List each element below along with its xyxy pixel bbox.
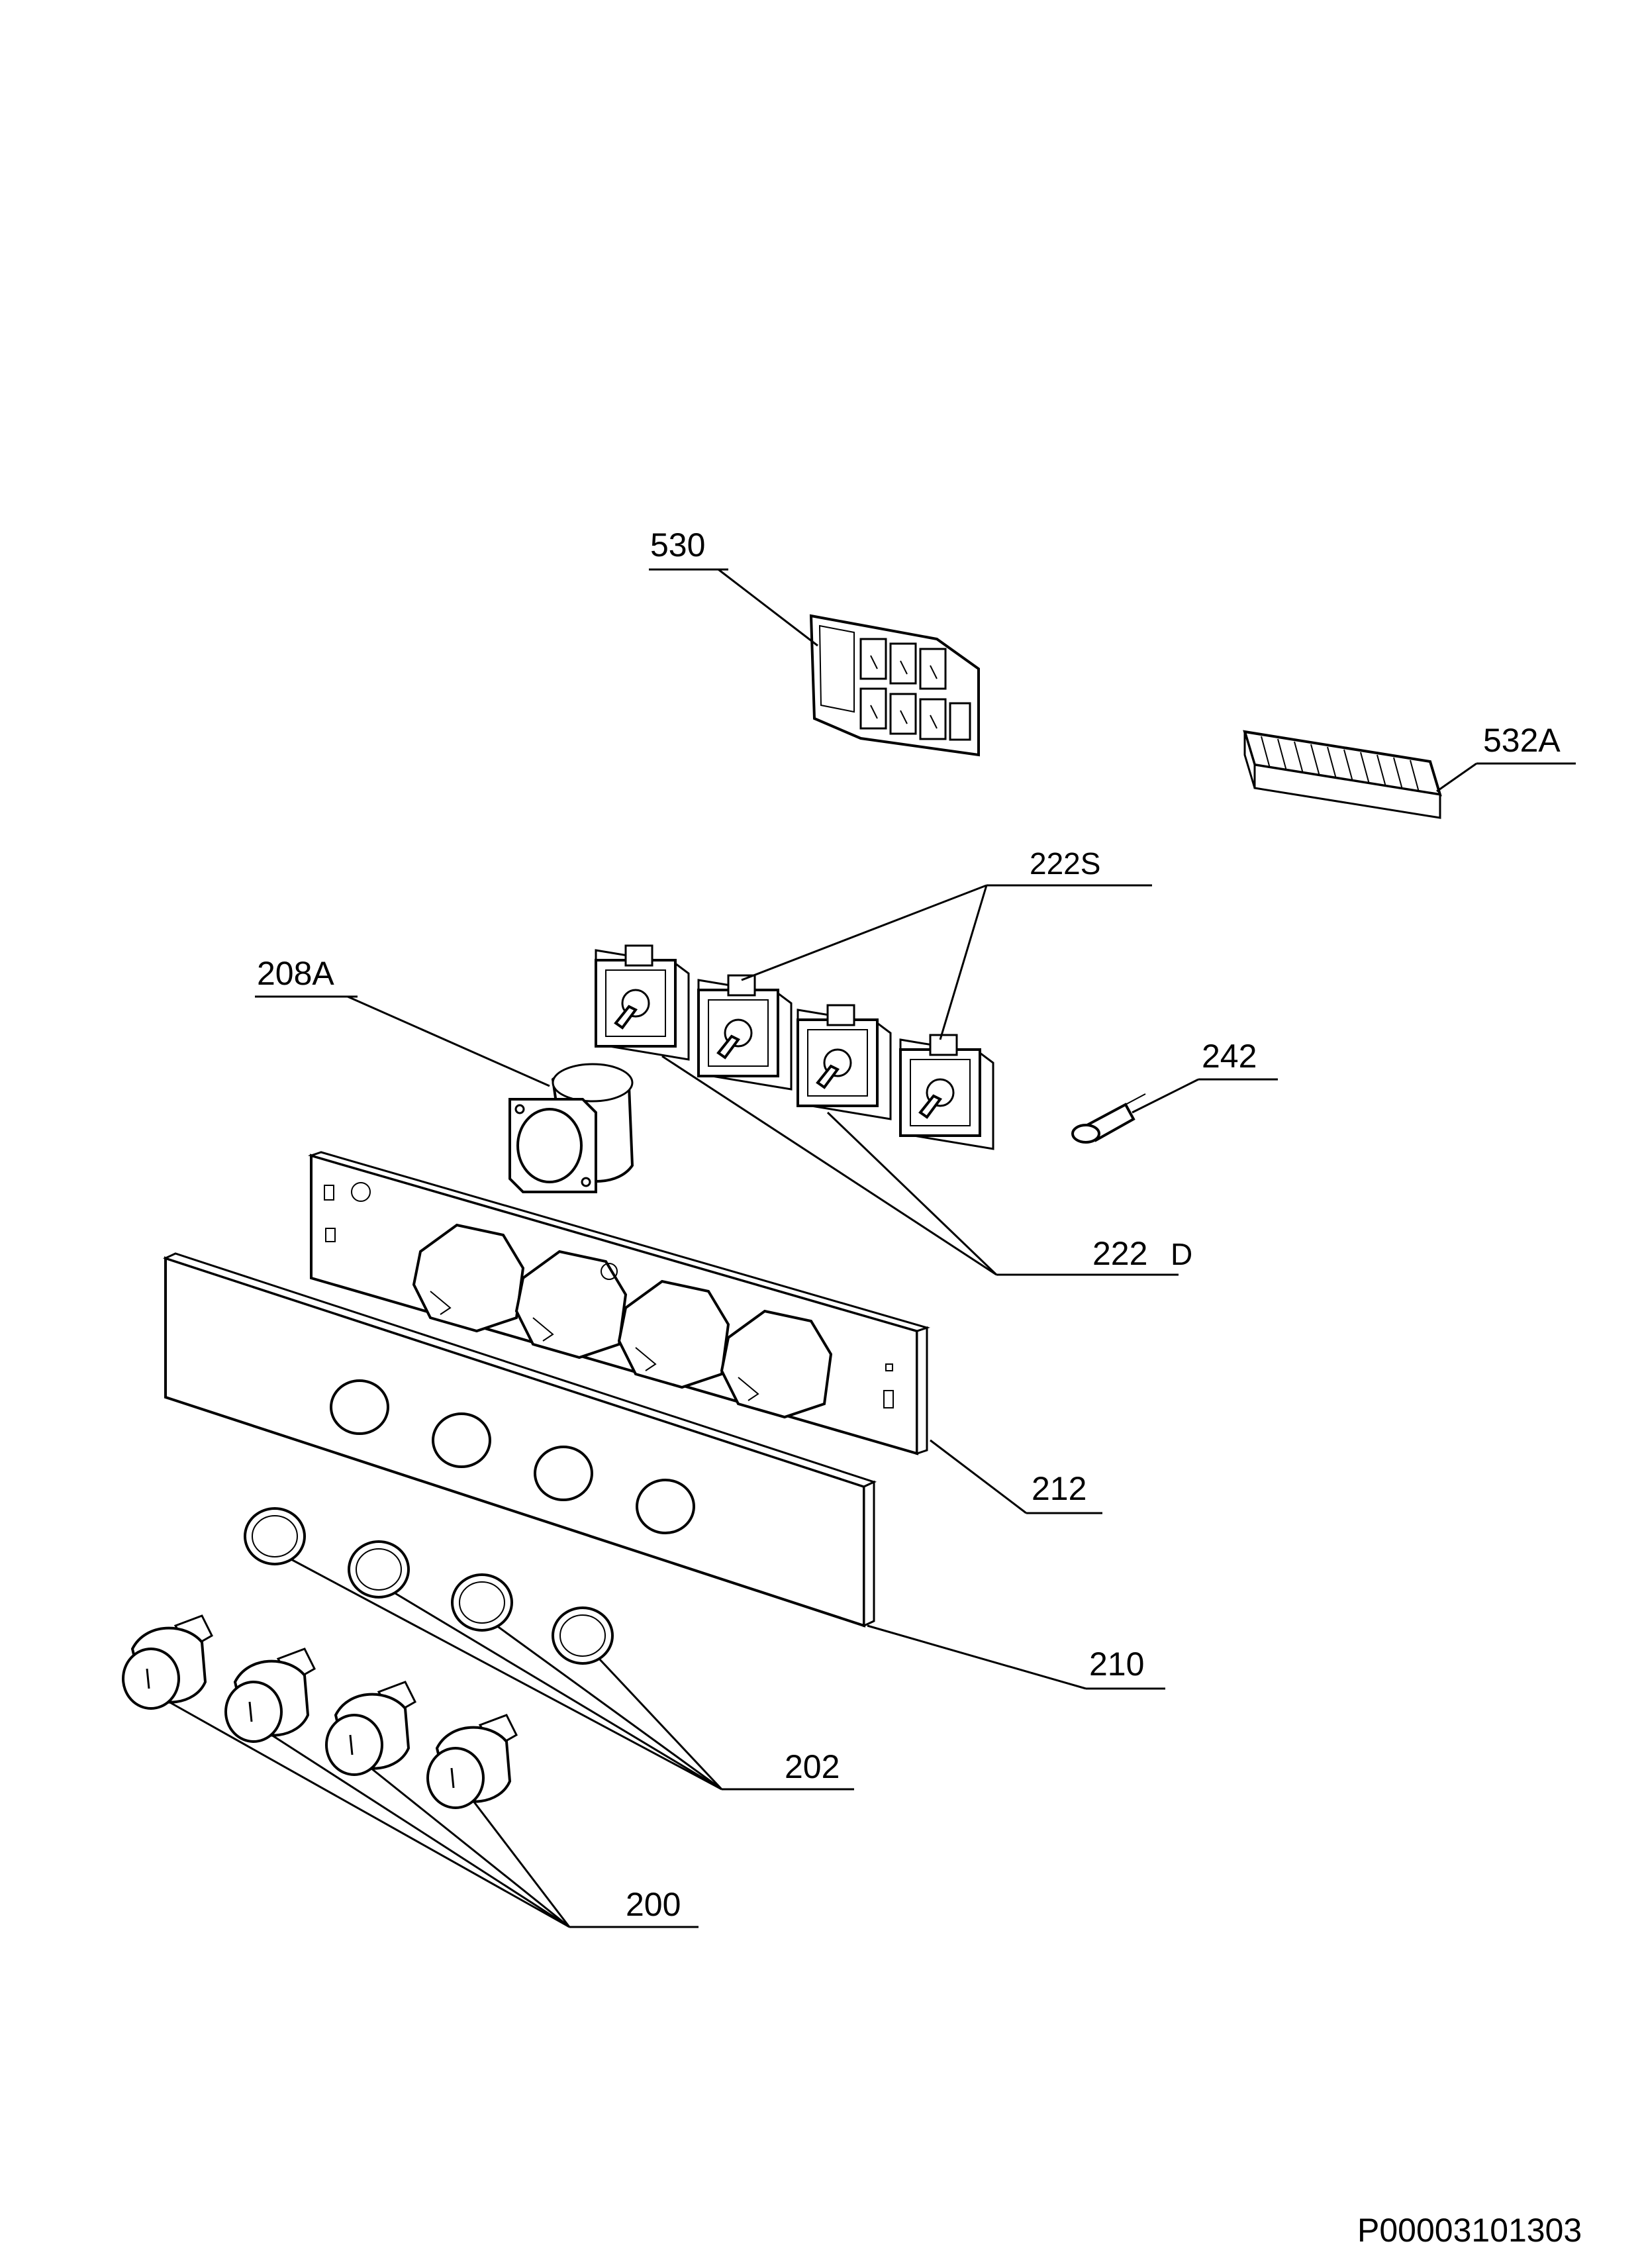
part-222-regulator-3 [797,1004,892,1120]
part-208a-timer [508,1063,634,1193]
part-242-indicator [1071,1093,1146,1144]
label-222-suffix: D [1171,1237,1192,1271]
part-222-regulator-2 [697,974,793,1091]
part-210-front-panel [162,1252,877,1628]
label-532a: 532A [1483,722,1561,759]
part-200-knob-1 [122,1614,213,1710]
label-212: 212 [1032,1470,1087,1507]
label-242: 242 [1202,1038,1257,1075]
part-200-knob-2 [224,1648,316,1743]
part-202-bezel-ring-3 [451,1573,513,1632]
part-212-control-panel [307,1151,931,1455]
reference-code: P00003101303 [1357,2212,1582,2249]
part-530-terminal-block [809,614,980,757]
part-200-knob-4 [426,1714,518,1809]
part-222-regulator-1 [595,944,690,1061]
label-222: 222 [1092,1235,1147,1272]
label-200: 200 [626,1886,681,1923]
label-210: 210 [1089,1646,1144,1683]
part-532a-connector-strip [1243,730,1442,819]
part-200-knob-3 [325,1681,416,1776]
label-202: 202 [785,1748,840,1785]
label-530: 530 [650,526,705,564]
part-202-bezel-ring-4 [552,1606,614,1665]
label-208a: 208A [257,955,334,992]
part-222-regulator-4 [899,1034,994,1150]
label-222s: 222S [1030,846,1100,881]
part-202-bezel-ring-1 [244,1507,306,1565]
part-202-bezel-ring-2 [348,1540,410,1599]
